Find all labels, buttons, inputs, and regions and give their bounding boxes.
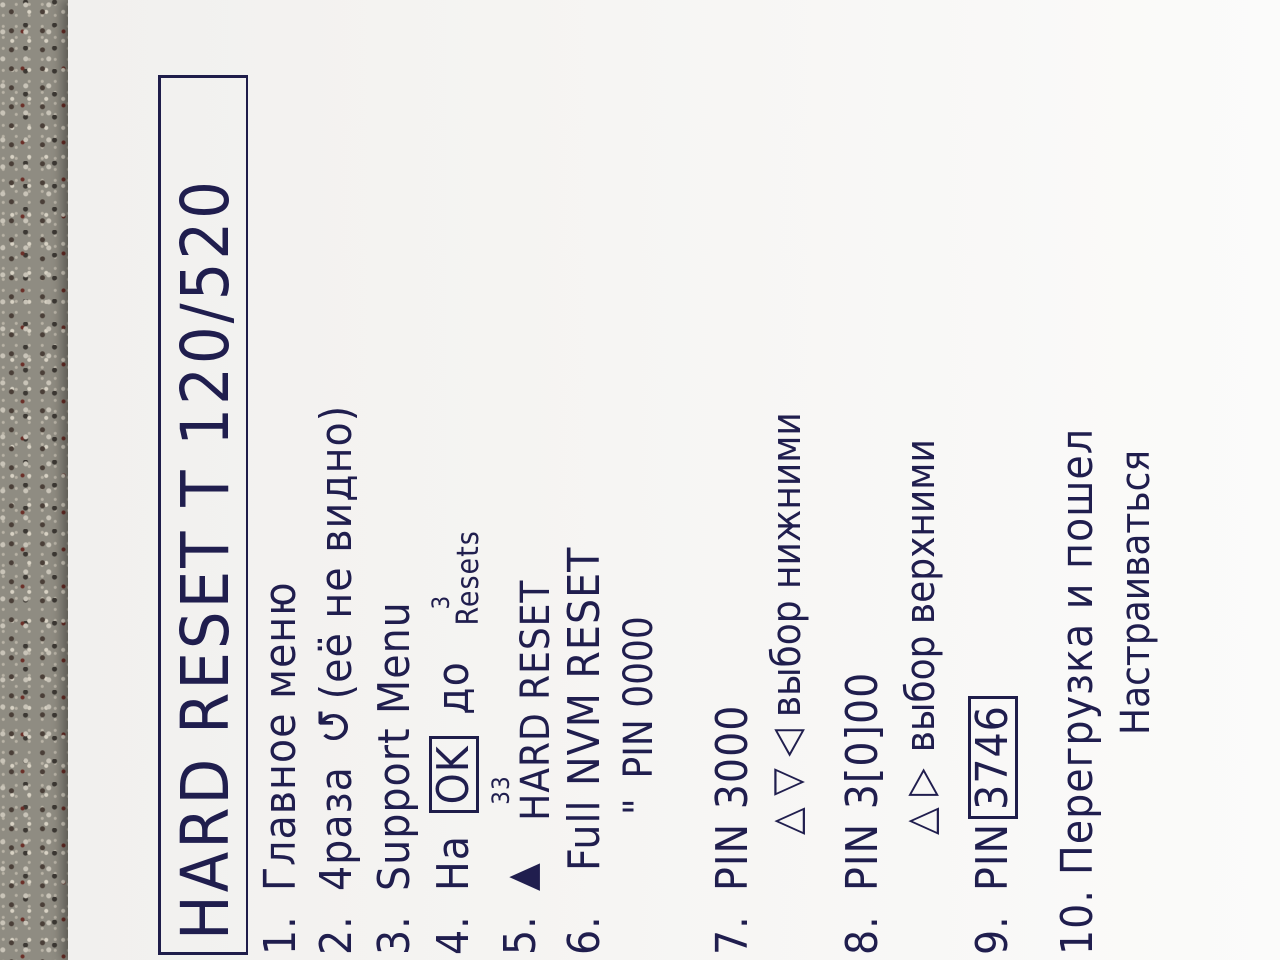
step-3: 3.Support Menu <box>369 601 420 955</box>
step-1-text: Главное меню <box>255 581 306 891</box>
step-9: 9.PIN3746 <box>967 688 1018 955</box>
ditto-marks: " <box>616 798 662 815</box>
step-3-text: Support Menu <box>369 601 420 891</box>
handwritten-instructions: HARD RESET T 120/520 1.Главное меню 2.4р… <box>138 55 1278 955</box>
step-2-text: 4раза <box>311 766 362 891</box>
rotate-icon: ↺ <box>307 707 363 745</box>
step-5: 5.▲ 33 HARD RESET <box>487 579 559 955</box>
step-6-pin: "PIN 0000 <box>616 616 662 815</box>
step-7-text: PIN 3000 <box>707 704 758 891</box>
paper-sheet: HARD RESET T 120/520 1.Главное меню 2.4р… <box>68 0 1280 960</box>
step-2: 2.4раза ↺(её не видно) <box>307 404 363 955</box>
step-2-note: (её не видно) <box>311 404 362 700</box>
hard-reset-label: 33 HARD RESET <box>487 579 559 821</box>
step-10: 10.Перегрузка и пошел <box>1052 427 1103 955</box>
step-8: 8.PIN 3[0]00 <box>837 671 888 955</box>
pin-box: 3746 <box>967 696 1018 819</box>
note-title: HARD RESET T 120/520 <box>167 178 244 940</box>
resets-label: 3 Resets <box>427 530 486 626</box>
step-7: 7.PIN 3000 <box>707 704 758 955</box>
up-triangle-icon: ▲ <box>499 862 545 891</box>
step-6-text: Full NVM RESET <box>559 546 610 871</box>
step-10-text: Перегрузка и пошел <box>1052 427 1103 875</box>
step-4: 4.На OK до 3 Resets <box>427 530 486 955</box>
step-8-text: PIN 3[0]00 <box>837 671 888 891</box>
arrow-icons: △ ▷ <box>898 768 944 835</box>
step-7-hint: △ ▽ ◁выбор нижними <box>764 412 810 835</box>
step-1: 1.Главное меню <box>255 581 306 955</box>
ok-button-drawing: OK <box>428 736 479 814</box>
title-box: HARD RESET T 120/520 <box>158 75 248 955</box>
arrow-icons: △ ▽ ◁ <box>764 729 810 835</box>
step-10-line2: Настраиваться <box>1113 450 1159 735</box>
step-6: 6.Full NVM RESET <box>559 546 610 955</box>
step-8-hint: △ ▷выбор верхними <box>898 439 944 835</box>
